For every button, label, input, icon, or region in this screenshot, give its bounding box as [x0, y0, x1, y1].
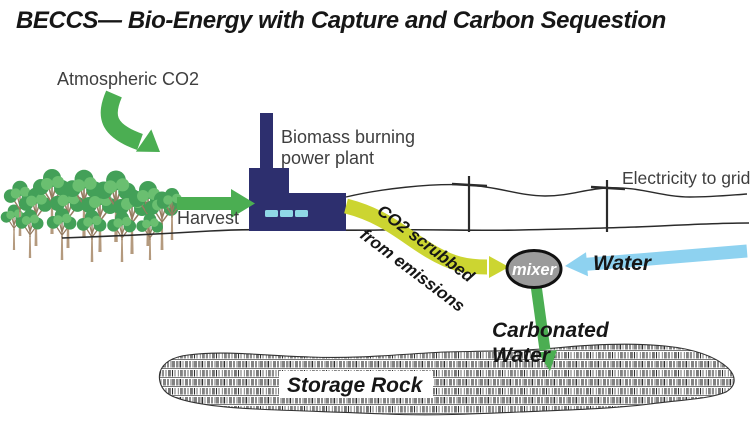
plant-label-line1: Biomass burning [281, 127, 415, 147]
power-plant [249, 113, 346, 231]
plant-window [265, 210, 278, 217]
tree-grove [0, 168, 188, 263]
pole-crossbar [451, 182, 488, 188]
power-lines [345, 176, 748, 232]
storage-rock-label: Storage Rock [287, 374, 424, 397]
harvest-label: Harvest [177, 208, 239, 228]
harvest-arrow [177, 189, 255, 218]
ground-line [61, 222, 750, 239]
plant-chimney [260, 113, 273, 171]
carbonated-water-arrow [530, 284, 557, 371]
diagram-title: BECCS— Bio-Energy with Capture and Carbo… [16, 7, 666, 34]
pole-crossbar [590, 185, 626, 191]
co2-scrubbed-arrow [344, 198, 509, 278]
water-label: Water [593, 252, 653, 275]
atmospheric-co2-arrow [100, 90, 160, 152]
plant-label-line2: power plant [281, 148, 374, 168]
electricity-label: Electricity to grid [622, 168, 750, 188]
plant-window [280, 210, 293, 217]
mixer-label: mixer [512, 261, 558, 279]
storage-rock: Storage Rock [158, 343, 735, 416]
electric-wire [345, 183, 748, 198]
storage-rock-label-bg [279, 371, 433, 398]
plant-window [295, 210, 308, 217]
plant-building [249, 168, 346, 231]
atmospheric-co2-label: Atmospheric CO2 [57, 69, 199, 89]
mixer-node: mixer [505, 249, 563, 289]
carbonated-water-label-line2: Water [492, 344, 552, 367]
water-arrow [565, 244, 748, 277]
carbonated-water-label-line1: Carbonated [492, 319, 610, 342]
